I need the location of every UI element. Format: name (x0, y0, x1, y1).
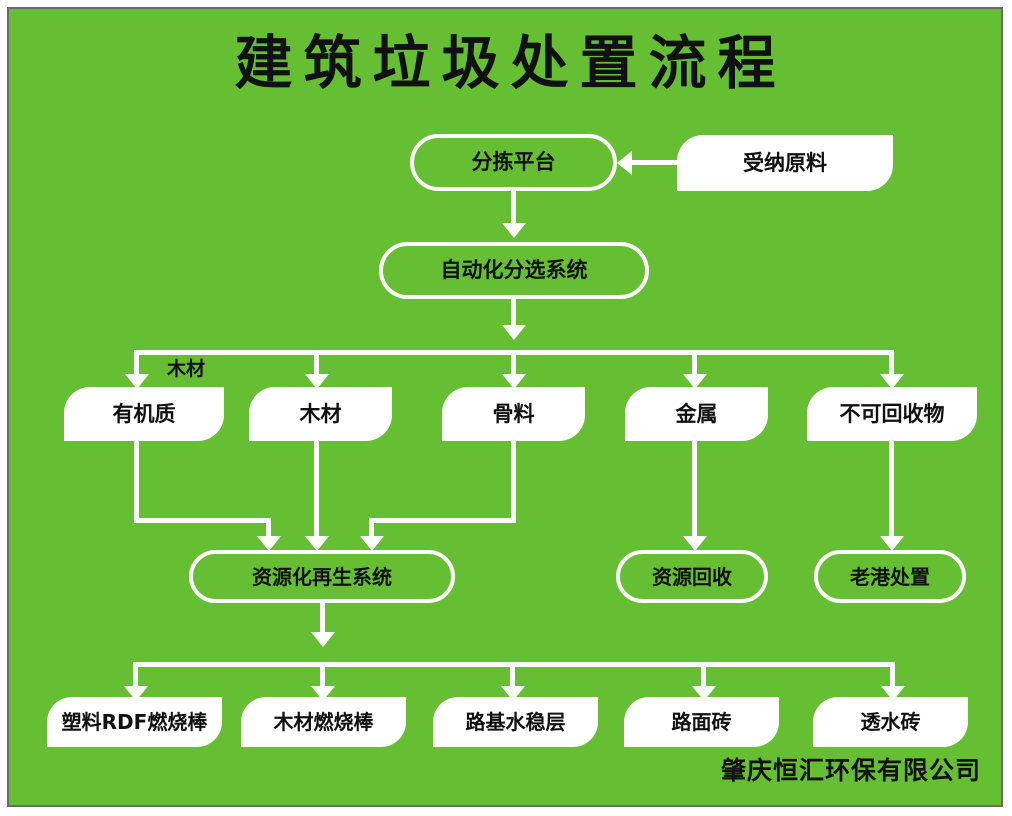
connector-aggregate-drop (369, 518, 374, 540)
arrowhead-autosort-stem (502, 325, 526, 340)
node-resource-recovery[interactable]: 资源回收 (616, 550, 768, 603)
connector-aggregate-down (511, 441, 516, 523)
connector-bus-to-metal (692, 350, 697, 378)
arrowhead-nonrecyclable-to-disposal (880, 536, 904, 551)
arrowhead-bus-to-nonrecyclable (880, 374, 904, 389)
arrowhead-recycle-stem (311, 632, 335, 647)
connector-autosort-stem (511, 299, 516, 329)
connector-organic-drop (266, 518, 271, 540)
connector-organic-right (134, 518, 271, 523)
arrowhead-intake-to-platform (617, 151, 632, 175)
connector-platform-to-autosort (511, 191, 516, 225)
arrowhead-aggregate-to-recycle (360, 536, 384, 551)
node-product-paving-brick[interactable]: 路面砖 (624, 697, 779, 747)
connector-bus-to-nonrecyclable (889, 350, 894, 378)
node-resource-recycling-system[interactable]: 资源化再生系统 (189, 550, 455, 603)
connector-metal-down (692, 441, 697, 536)
company-name: 肇庆恒汇环保有限公司 (720, 756, 981, 785)
node-material-nonrecyclable[interactable]: 不可回收物 (807, 387, 977, 441)
node-intake[interactable]: 受纳原料 (677, 135, 893, 191)
page-title: 建筑垃圾处置流程 (234, 29, 787, 97)
arrowhead-bus-to-organic (125, 374, 149, 389)
node-laogang-disposal[interactable]: 老港处置 (814, 550, 966, 603)
node-material-wood[interactable]: 木材 (249, 387, 392, 441)
poster-frame: 建筑垃圾处置流程 受纳原料 分拣平台 自动化分选系统 木材 有机质 (7, 7, 1003, 807)
connector-bus-to-pavingbrick (701, 662, 706, 690)
branch-label-wood: 木材 (167, 358, 206, 380)
node-material-metal[interactable]: 金属 (625, 387, 768, 441)
arrowhead-wood-to-recycle (305, 536, 329, 551)
connector-intake-to-platform (632, 160, 680, 165)
connector-nonrecyclable-down (889, 441, 894, 536)
arrowhead-platform-to-autosort (502, 223, 526, 238)
arrowhead-bus-to-aggregate (502, 374, 526, 389)
connector-bus-to-permeablebrick (890, 662, 895, 690)
arrowhead-organic-to-recycle (257, 536, 281, 551)
arrowhead-bus-to-wood (305, 374, 329, 389)
connector-bus-to-aggregate (511, 350, 516, 378)
connector-bus-to-woodstick (320, 662, 325, 690)
arrowhead-metal-to-recovery (683, 536, 707, 551)
connector-bus-to-rdf (133, 662, 138, 690)
node-auto-sorting-system[interactable]: 自动化分选系统 (379, 242, 649, 299)
node-product-road-subbase[interactable]: 路基水稳层 (433, 697, 598, 747)
node-sorting-platform[interactable]: 分拣平台 (410, 134, 617, 191)
arrowhead-bus-to-metal (683, 374, 707, 389)
node-material-aggregate[interactable]: 骨料 (442, 387, 585, 441)
connector-bus-to-wood (314, 350, 319, 378)
connector-recycle-stem (320, 603, 325, 636)
node-product-permeable-brick[interactable]: 透水砖 (813, 697, 968, 747)
connector-bus-to-subbase (510, 662, 515, 690)
flowchart-canvas: 建筑垃圾处置流程 受纳原料 分拣平台 自动化分选系统 木材 有机质 (9, 9, 1001, 805)
node-material-organic[interactable]: 有机质 (64, 387, 224, 441)
node-product-wood-stick[interactable]: 木材燃烧棒 (241, 697, 406, 747)
node-product-plastic-rdf-stick[interactable]: 塑料RDF燃烧棒 (47, 697, 222, 747)
connector-wood-down (314, 441, 319, 536)
connector-bus-to-organic (134, 350, 139, 378)
connector-organic-down (134, 441, 139, 523)
connector-aggregate-left (369, 518, 516, 523)
